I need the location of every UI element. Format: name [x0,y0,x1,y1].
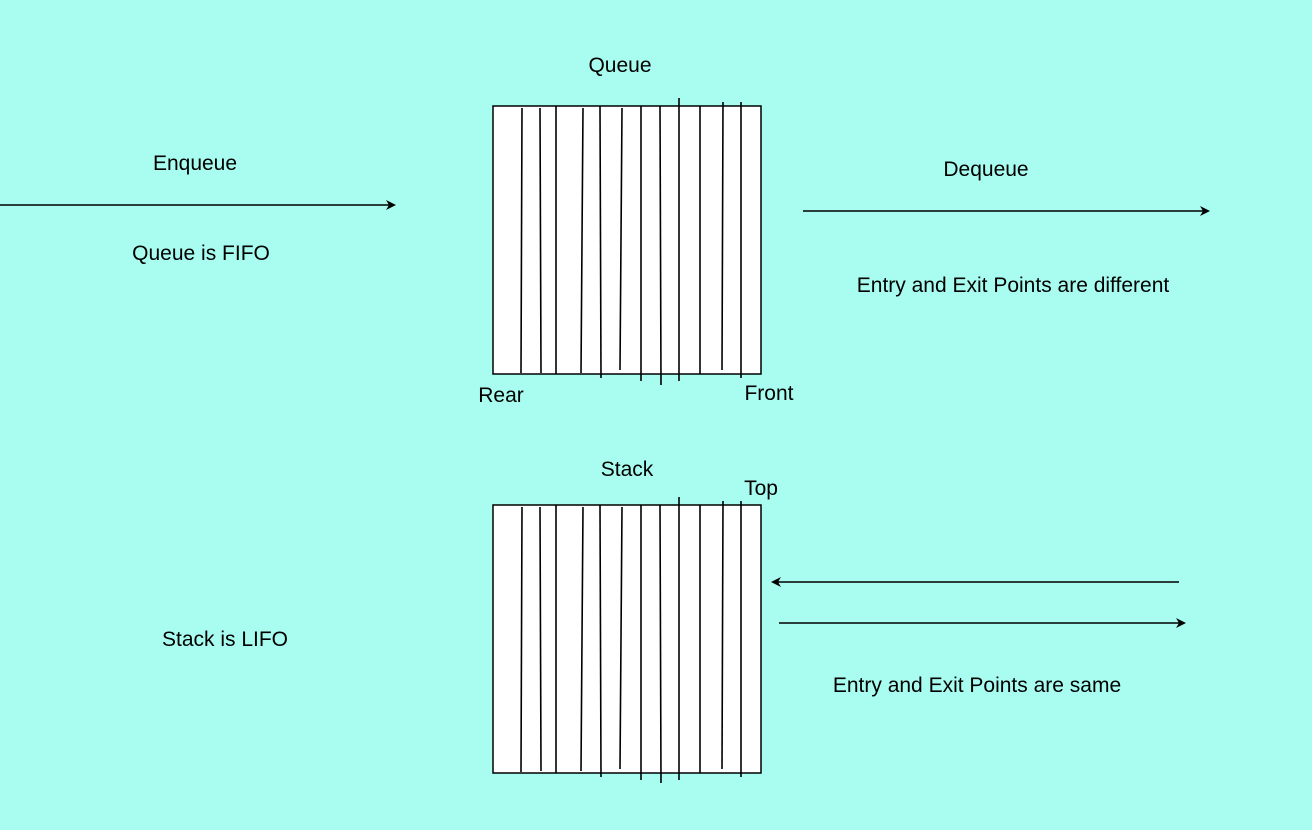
stack-box [492,497,762,784]
queue-box [492,98,762,386]
queue-title: Queue [588,54,651,77]
dequeue-label: Dequeue [943,158,1028,181]
stack-box-outline [492,504,762,774]
top-label: Top [744,477,778,500]
stack-title: Stack [601,458,654,481]
queue-slot-lines [520,98,742,386]
front-label: Front [744,382,793,405]
queue-box-outline [492,105,762,375]
fifo-note: Queue is FIFO [132,242,270,265]
stack-slot-lines [520,497,742,784]
queue-entry-exit-note: Entry and Exit Points are different [857,274,1170,297]
enqueue-label: Enqueue [153,152,237,175]
rear-label: Rear [478,384,524,407]
lifo-note: Stack is LIFO [162,628,288,651]
stack-entry-exit-note: Entry and Exit Points are same [833,674,1121,697]
